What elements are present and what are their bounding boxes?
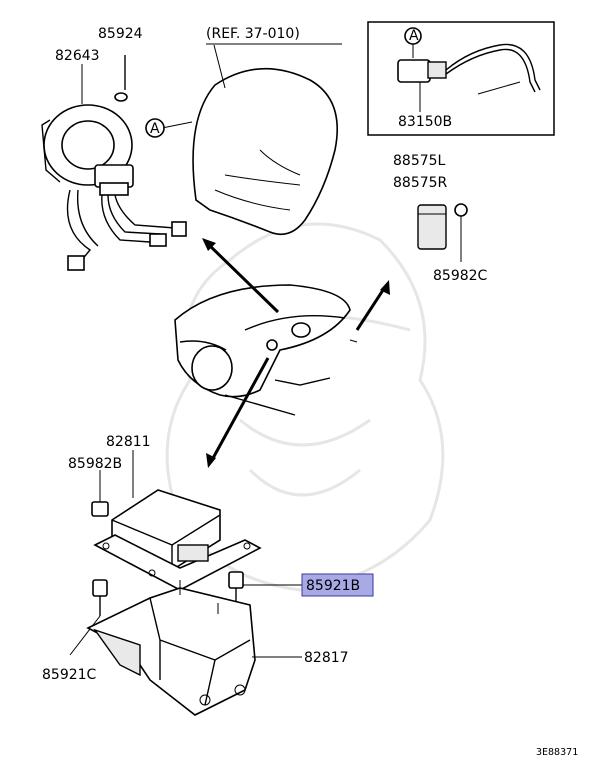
arrow-to-pad — [202, 238, 280, 314]
callout-a-leader — [161, 121, 193, 129]
label-85982c: 85982C — [433, 268, 488, 284]
inset-box: A — [367, 21, 555, 136]
bolt-85921c-part — [69, 579, 108, 656]
label-88575l: 88575L — [393, 153, 446, 169]
screw-85924-part — [114, 55, 128, 102]
bolt-85921b-part — [228, 571, 302, 608]
highlight-box — [301, 573, 374, 597]
clock-spring-part — [41, 104, 187, 271]
dashboard-part — [174, 284, 358, 416]
ref-leader-line — [213, 44, 226, 89]
label-88575r: 88575R — [393, 175, 448, 191]
highlighted-part-85921b[interactable]: 85921B — [301, 573, 374, 597]
callout-a-circle — [145, 118, 165, 138]
label-85982b: 85982B — [68, 456, 122, 472]
sensor-part — [417, 203, 468, 262]
bracket-part — [86, 580, 256, 716]
callout-a-letter: A — [150, 121, 160, 137]
airbag-pad-part — [192, 67, 338, 236]
label-85924: 85924 — [98, 26, 143, 42]
label-82817: 82817 — [304, 650, 349, 666]
label-83150b: 83150B — [398, 114, 452, 130]
arrow-to-sensor — [355, 280, 390, 331]
label-82643: 82643 — [55, 48, 100, 64]
diagram-code: 3E88371 — [536, 747, 578, 758]
inset-callout-letter: A — [409, 28, 419, 44]
label-85921c: 85921C — [42, 667, 97, 683]
nut-85982b-part — [91, 470, 109, 517]
arrow-to-module — [206, 357, 270, 468]
label-85921b: 85921B — [306, 578, 360, 594]
label-82811: 82811 — [106, 434, 151, 450]
ref-label: (REF. 37-010) — [206, 26, 300, 42]
